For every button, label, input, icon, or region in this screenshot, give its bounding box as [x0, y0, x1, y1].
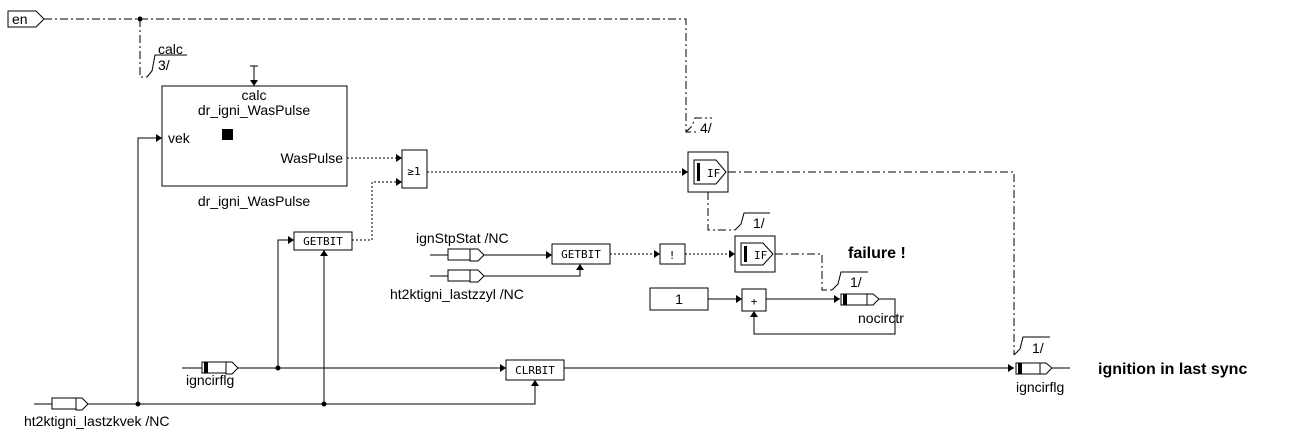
block-name-below: dr_igni_WasPulse: [198, 193, 311, 209]
seq-tick-nocirctr: [831, 271, 868, 291]
if-block-second[interactable]: IF: [734, 235, 776, 273]
getbit-1-label: GETBIT: [303, 235, 343, 248]
getbit-block-1[interactable]: GETBIT: [293, 231, 353, 251]
msg-lastzkvek[interactable]: [34, 397, 89, 411]
if-top-label: IF: [707, 167, 720, 180]
block-indicator: [222, 129, 233, 140]
msg-lastzkvek-label: ht2ktigni_lastzkvek /NC: [24, 413, 170, 429]
plus-label: +: [751, 295, 758, 308]
junction-lastzkvek-1: [135, 401, 141, 407]
getbit-to-or-wire: [352, 181, 402, 241]
msg-ignstpstat[interactable]: [430, 248, 485, 262]
lastzzyl-to-getbit2: [484, 264, 581, 277]
if-block-top[interactable]: IF: [687, 151, 729, 193]
getbit-block-2[interactable]: GETBIT: [551, 243, 611, 265]
port-vek-label: vek: [168, 130, 191, 146]
msg-igncirflg-in[interactable]: [182, 361, 239, 375]
const-one[interactable]: 1: [649, 287, 709, 311]
msg-lastzzyl-label: ht2ktigni_lastzzyl /NC: [390, 286, 524, 302]
calc-top-seq: 3/: [158, 57, 170, 73]
port-waspulse-label: WasPulse: [280, 150, 343, 166]
if-second-label: IF: [754, 249, 767, 262]
not-gate[interactable]: !: [659, 243, 686, 265]
msg-nocirctr[interactable]: [840, 293, 880, 306]
seq-if-top: 4/: [700, 120, 712, 136]
en-wire: [44, 18, 696, 133]
en-to-calc-wire: [139, 19, 147, 78]
junction-lastzkvek-2: [321, 401, 327, 407]
msg-igncirflg-in-label: igncirflg: [186, 372, 234, 388]
or-gate-label: ≥1: [407, 165, 420, 178]
failure-label: failure !: [848, 245, 906, 262]
seq-tick-if: [685, 117, 712, 133]
vek-wire: [137, 137, 162, 404]
msg-igncirflg-out-label: igncirflg: [1016, 379, 1064, 395]
lastzkvek-wire: [88, 380, 536, 405]
waspulse-block[interactable]: calc dr_igni_WasPulse vek WasPulse: [161, 85, 348, 187]
msg-lastzzyl[interactable]: [430, 269, 485, 283]
if-top-output-wire: [728, 171, 1015, 355]
not-gate-label: !: [669, 249, 676, 262]
clrbit-label: CLRBIT: [515, 364, 555, 377]
seq-out: 1/: [1032, 340, 1044, 356]
msg-igncirflg-out[interactable]: [1015, 362, 1070, 375]
output-description: ignition in last sync: [1098, 361, 1247, 378]
junction-igncirflg: [275, 365, 281, 371]
en-input[interactable]: en: [7, 10, 45, 28]
seq-nocirctr: 1/: [850, 274, 862, 290]
seq-if-lower: 1/: [753, 215, 765, 231]
getbit1-in-a: [277, 239, 294, 368]
seq-tick-calc: [146, 54, 187, 78]
getbit-2-label: GETBIT: [561, 248, 601, 261]
clrbit-block[interactable]: CLRBIT: [505, 359, 565, 381]
plus-block[interactable]: +: [741, 288, 767, 312]
msg-nocirctr-label: nocirctr: [858, 310, 904, 326]
or-gate[interactable]: ≥1: [401, 149, 428, 189]
block-calc-label: calc: [242, 87, 267, 103]
seq-tick-if2: [734, 212, 770, 231]
en-label: en: [12, 11, 28, 27]
msg-ignstpstat-label: ignStpStat /NC: [416, 230, 509, 246]
block-name-inside: dr_igni_WasPulse: [198, 102, 311, 118]
seq-tick-out: [1013, 336, 1050, 356]
const-one-label: 1: [675, 291, 683, 307]
nocirctr-feedback: [753, 298, 896, 335]
if2-output-wire: [775, 253, 832, 291]
if-top-to-if2-wire: [707, 192, 735, 231]
calc-top-label: calc: [158, 41, 183, 57]
